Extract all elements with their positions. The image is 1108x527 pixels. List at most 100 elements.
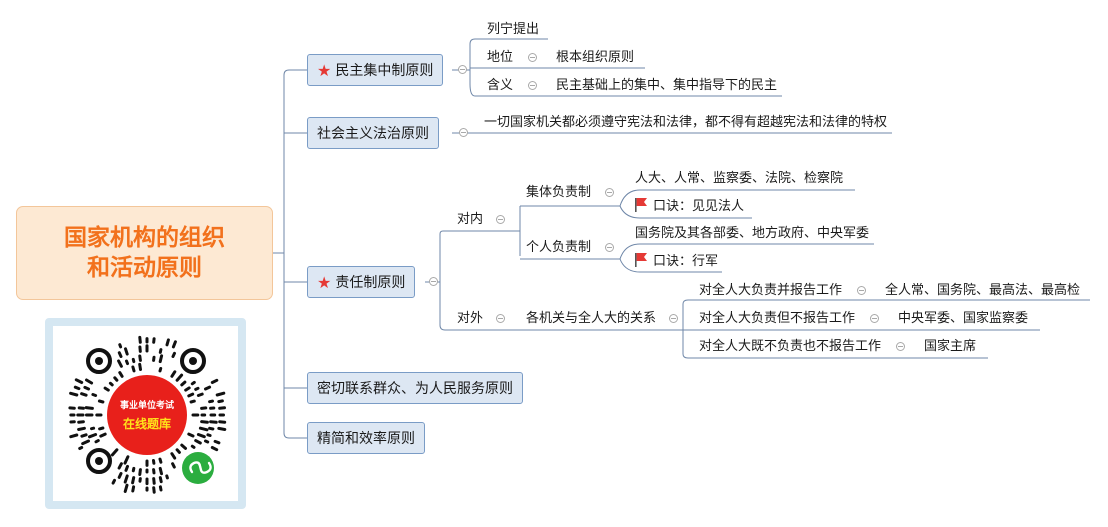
qr-ray: [194, 439, 202, 445]
qr-ray: [171, 462, 176, 469]
qr-ray: [200, 406, 208, 410]
qr-ray: [131, 357, 136, 364]
qr-ray: [108, 381, 114, 387]
flag-icon: [635, 198, 647, 212]
topic-proposer[interactable]: 列宁提出: [487, 22, 540, 37]
qr-ray: [81, 439, 90, 446]
qr-ray: [200, 420, 209, 424]
qr-ray: [158, 485, 163, 492]
qr-ray: [171, 351, 176, 358]
qr-code-card: 事业单位考试 在线题库: [45, 318, 246, 509]
topic-individual-mnemonic[interactable]: 口诀：行军: [653, 254, 719, 269]
qr-ray: [213, 439, 221, 445]
qr-ray: [189, 399, 196, 404]
qr-ray: [206, 433, 212, 437]
qr-ray: [158, 466, 163, 476]
root-topic[interactable]: 国家机构的组织和活动原则: [16, 206, 273, 300]
qr-ray: [158, 354, 164, 364]
qr-ray: [175, 373, 184, 382]
topic-status[interactable]: 地位: [487, 50, 514, 65]
qr-ray: [152, 477, 156, 485]
collapse-toggle-icon[interactable]: [429, 277, 438, 286]
collapse-toggle-icon[interactable]: [896, 342, 905, 351]
topic-collective[interactable]: 集体负责制: [526, 185, 592, 200]
qr-ray: [210, 378, 219, 384]
collapse-toggle-icon[interactable]: [605, 243, 614, 252]
branch-democratic-centralism[interactable]: ★ 民主集中制原则: [307, 54, 444, 86]
topic-status-value[interactable]: 根本组织原则: [556, 50, 635, 65]
qr-ray: [77, 420, 85, 424]
qr-ray: [187, 392, 195, 398]
topic-individual-members[interactable]: 国务院及其各部委、地方政府、中央军委: [635, 226, 870, 241]
star-icon: ★: [317, 272, 332, 292]
qr-ray: [80, 392, 88, 397]
qr-ray: [190, 444, 196, 449]
topic-relation-1-members[interactable]: 全人常、国务院、最高法、最高检: [885, 283, 1081, 298]
topic-internal[interactable]: 对内: [457, 212, 484, 227]
qr-ray: [74, 378, 84, 384]
qr-ray: [215, 391, 226, 397]
branch-mass-line[interactable]: 密切联系群众、为人民服务原则: [307, 372, 523, 404]
topic-collective-mnemonic[interactable]: 口诀：见见法人: [653, 199, 745, 214]
qr-ray: [158, 348, 163, 354]
topic-external[interactable]: 对外: [457, 311, 484, 326]
topic-relation-2[interactable]: 对全人大负责但不报告工作: [699, 311, 856, 326]
qr-ray: [83, 385, 90, 391]
qr-ray: [165, 474, 169, 480]
collapse-toggle-icon[interactable]: [870, 314, 879, 323]
qr-ray: [123, 455, 130, 465]
qr-ray: [91, 393, 98, 397]
branch-label: 精简和效率原则: [317, 431, 415, 447]
qr-ray: [80, 433, 88, 438]
qr-ray: [99, 432, 107, 438]
qr-ray: [123, 483, 129, 493]
qr-ray: [73, 385, 81, 391]
qr-ray: [118, 371, 124, 378]
qr-ray: [131, 466, 136, 473]
topic-relation-2-members[interactable]: 中央军委、国家监察委: [898, 311, 1029, 326]
collapse-toggle-icon[interactable]: [496, 215, 505, 224]
topic-relation-3-members[interactable]: 国家主席: [924, 339, 977, 354]
qr-ray: [158, 457, 163, 464]
qr-ray: [218, 420, 227, 424]
qr-ray: [84, 406, 94, 410]
collapse-toggle-icon[interactable]: [528, 53, 537, 62]
topic-relation-1[interactable]: 对全人大负责并报告工作: [699, 283, 843, 298]
qr-ray: [111, 478, 116, 485]
topic-individual[interactable]: 个人负责制: [526, 240, 592, 255]
qr-ray: [117, 359, 123, 368]
qr-ray: [218, 406, 226, 410]
qr-ray: [97, 399, 105, 404]
qr-ray: [208, 399, 214, 404]
topic-meaning-value[interactable]: 民主基础上的集中、集中指导下的民主: [556, 78, 778, 93]
qr-ray: [138, 354, 142, 362]
topic-collective-members[interactable]: 人大、人常、监察委、法院、检察院: [635, 171, 844, 186]
collapse-toggle-icon[interactable]: [459, 128, 468, 137]
collapse-toggle-icon[interactable]: [528, 81, 537, 90]
branch-efficiency[interactable]: 精简和效率原则: [307, 422, 425, 454]
qr-line1: 事业单位考试: [120, 399, 174, 411]
qr-ray: [217, 399, 224, 404]
collapse-toggle-icon[interactable]: [496, 314, 505, 323]
collapse-toggle-icon[interactable]: [857, 286, 866, 295]
collapse-toggle-icon[interactable]: [605, 188, 614, 197]
qr-ray: [210, 446, 219, 452]
collapse-toggle-icon[interactable]: [669, 314, 678, 323]
branch-rule-of-law[interactable]: 社会主义法治原则: [307, 117, 439, 149]
star-icon: ★: [317, 60, 332, 80]
qr-ray: [69, 433, 79, 439]
topic-meaning[interactable]: 含义: [487, 78, 514, 93]
topic-relation-3[interactable]: 对全人大既不负责也不报告工作: [699, 339, 882, 354]
branch-label: 社会主义法治原则: [317, 126, 429, 142]
qr-ray: [180, 443, 187, 450]
qr-ray: [138, 468, 142, 476]
branch-responsibility[interactable]: ★ 责任制原则: [307, 266, 416, 298]
qr-ray: [131, 365, 136, 373]
qr-ray: [175, 448, 181, 454]
root-title: 国家机构的组织和活动原则: [64, 225, 225, 281]
qr-ray: [152, 486, 156, 494]
collapse-toggle-icon[interactable]: [458, 65, 467, 74]
topic-relation[interactable]: 各机关与全人大的关系: [526, 311, 657, 326]
topic-rule-of-law-detail[interactable]: 一切国家机关都必须遵守宪法和法律，都不得有超越宪法和法律的特权: [484, 115, 888, 130]
